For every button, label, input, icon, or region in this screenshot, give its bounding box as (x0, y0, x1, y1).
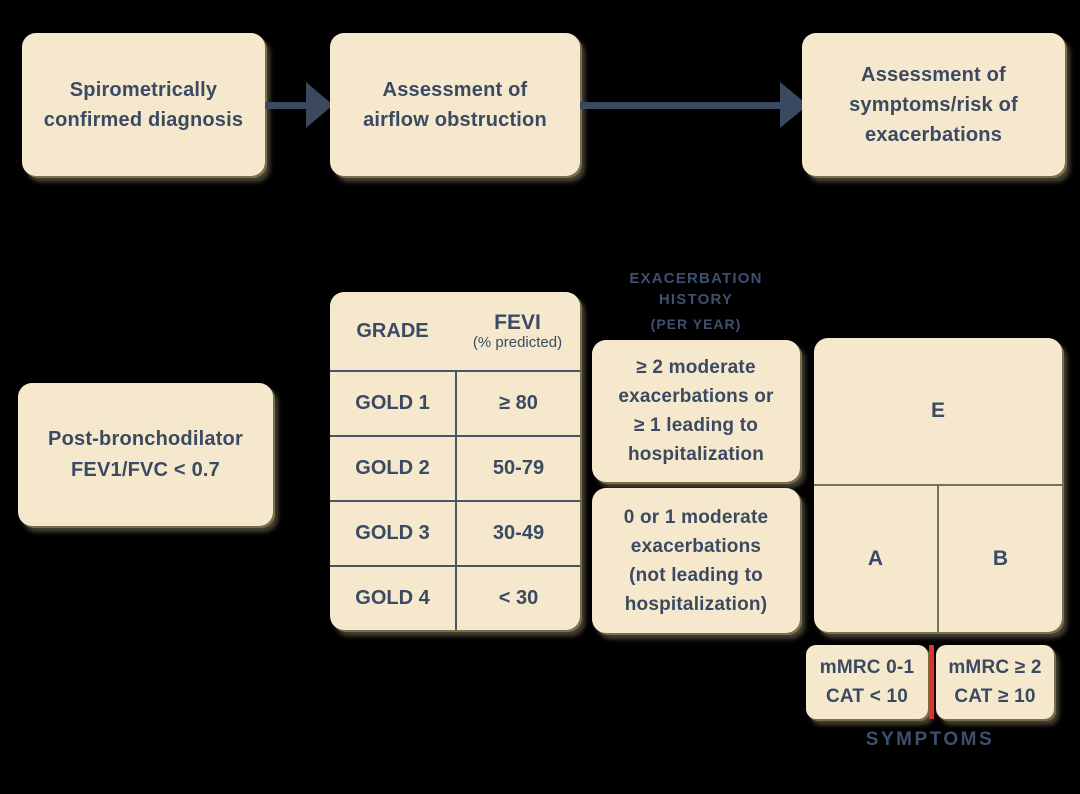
table-cell-value: < 30 (455, 565, 580, 630)
exacerbation-high-text: ≥ 2 moderate (636, 357, 756, 378)
flow-step-text: exacerbations (864, 123, 1003, 146)
exacerbation-high-text: hospitalization (628, 444, 764, 465)
table-cell-grade: GOLD 3 (330, 500, 455, 565)
table-cell-value: 50-79 (455, 435, 580, 500)
symptoms-red-divider (929, 645, 934, 719)
table-cell-grade: GOLD 4 (330, 565, 455, 630)
exacerbation-history-label: EXACERBATION HISTORY (PER YEAR) (592, 268, 800, 335)
gold-grade-table: GRADE FEVI (% predicted) GOLD 1 ≥ 80 GOL… (330, 292, 580, 630)
flow-step-text: airflow obstruction (363, 108, 547, 131)
group-a-cell: A (814, 486, 939, 632)
exacerbation-low-text: 0 or 1 moderate (623, 506, 769, 528)
exacerbation-low-text: (not leading to (629, 564, 763, 586)
table-cell-value: 30-49 (455, 500, 580, 565)
exacerbation-history-label-line: (PER YEAR) (650, 316, 742, 332)
flow-step-text: confirmed diagnosis (43, 108, 244, 131)
exacerbation-low-text: hospitalization) (624, 593, 768, 615)
symptoms-axis-label: SYMPTOMS (865, 729, 995, 750)
exacerbation-high-text: exacerbations or (618, 386, 774, 407)
flow-arrow-icon (265, 82, 333, 128)
group-e-cell: E (814, 338, 1062, 486)
symptoms-low-box: mMRC 0-1 CAT < 10 (806, 645, 928, 719)
post-bronchodilator-criteria-box: Post-bronchodilator FEV1/FVC < 0.7 (18, 383, 273, 526)
exacerbation-history-label-line: HISTORY (658, 291, 734, 308)
exacerbation-high-text: ≥ 1 leading to (633, 415, 759, 436)
flow-step-text: Spirometrically (69, 78, 218, 101)
exacerbation-history-label-line: EXACERBATION (629, 270, 763, 287)
flow-arrow-icon (580, 82, 808, 128)
flow-step-text: Assessment of (861, 63, 1006, 86)
symptoms-high-text: CAT ≥ 10 (954, 686, 1036, 707)
symptoms-high-box: mMRC ≥ 2 CAT ≥ 10 (936, 645, 1054, 719)
flow-step-airflow-obstruction: Assessment of airflow obstruction (330, 33, 580, 176)
exacerbation-low-text: exacerbations (630, 535, 762, 557)
group-b-cell: B (992, 547, 1009, 570)
exacerbation-low-risk-box: 0 or 1 moderate exacerbations (not leadi… (592, 488, 800, 633)
flow-step-text: symptoms/risk of (849, 93, 1018, 116)
table-cell-value: ≥ 80 (455, 370, 580, 435)
table-cell-grade: GOLD 2 (330, 435, 455, 500)
table-header-fev-sub: (% predicted) (472, 333, 563, 351)
exacerbation-high-risk-box: ≥ 2 moderate exacerbations or ≥ 1 leadin… (592, 340, 800, 482)
table-header-fev: FEVI (% predicted) (455, 292, 580, 370)
table-cell-grade: GOLD 1 (330, 370, 455, 435)
table-header-grade: GRADE (356, 319, 429, 342)
symptoms-low-text: CAT < 10 (825, 686, 909, 707)
flow-step-symptoms-risk: Assessment of symptoms/risk of exacerbat… (802, 33, 1065, 176)
symptoms-high-text: mMRC ≥ 2 (948, 657, 1042, 678)
symptoms-low-text: mMRC 0-1 (819, 657, 915, 678)
abe-classification-grid: E A B (814, 338, 1062, 632)
flow-step-spirometric-diagnosis: Spirometrically confirmed diagnosis (22, 33, 265, 176)
criteria-text: Post-bronchodilator (48, 427, 243, 450)
flow-step-text: Assessment of (382, 78, 528, 101)
table-header-fev-main: FEVI (494, 310, 541, 334)
criteria-text: FEV1/FVC < 0.7 (71, 458, 220, 481)
